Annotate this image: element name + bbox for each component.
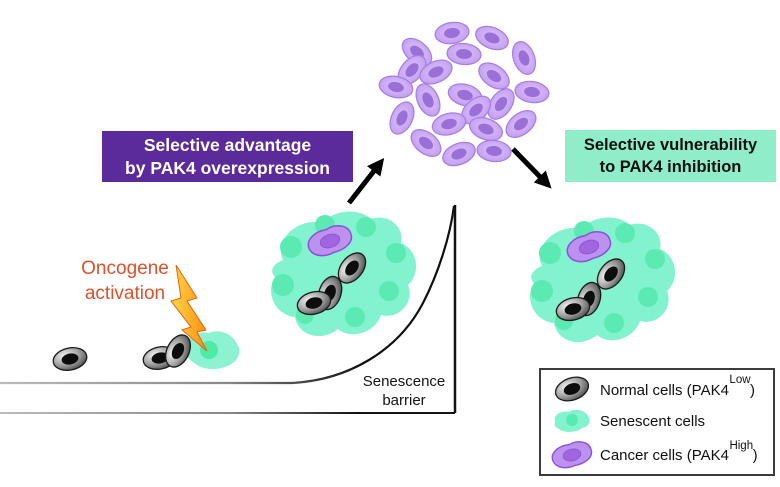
selective-vulnerability-box: Selective vulnerability to PAK4 inhibiti…	[565, 130, 776, 182]
senescent-cell-icon	[554, 409, 590, 432]
legend-label-normal: Normal cells (PAK4Low)	[600, 374, 756, 399]
legend-label-cancer: Cancer cells (PAK4High)	[600, 439, 758, 465]
legend-box: Normal cells (PAK4Low) Senescent cells C…	[539, 368, 775, 476]
legend-item-senescent-cells: Senescent cells	[541, 408, 773, 436]
legend-item-normal-cells: Normal cells (PAK4Low)	[541, 374, 773, 404]
normal-cell-icon	[551, 375, 593, 404]
legend-label-senescent: Senescent cells	[600, 413, 706, 431]
senescent-cluster-left	[271, 211, 416, 336]
normal-cell-single	[50, 344, 90, 374]
oncogene-activation-label: Oncogene activation	[55, 256, 195, 306]
selective-advantage-box: Selective advantage by PAK4 overexpressi…	[102, 131, 353, 182]
oncogene-line2: activation	[84, 283, 166, 304]
advantage-line1: Selective advantage	[143, 134, 312, 155]
senescence-barrier-curve	[0, 205, 456, 385]
tumor-sphere	[376, 19, 551, 171]
normal-cell-pair	[140, 330, 196, 373]
cancer-cell-icon	[551, 440, 593, 469]
oncogene-line1: Oncogene	[81, 258, 169, 279]
arrow-up-to-tumor	[347, 157, 385, 205]
vulnerability-line1: Selective vulnerability	[583, 136, 758, 154]
vulnerability-line2: to PAK4 inhibition	[599, 158, 742, 176]
lightning-bolt-icon	[170, 264, 208, 352]
barrier-line2: barrier	[382, 392, 426, 409]
advantage-line2: by PAK4 overexpression	[125, 157, 330, 178]
senescence-barrier-label: Senescence barrier	[352, 372, 456, 410]
arrow-down-from-tumor	[511, 147, 552, 189]
legend-item-cancer-cells: Cancer cells (PAK4High)	[541, 439, 773, 469]
senescent-cluster-right	[530, 217, 675, 342]
barrier-line1: Senescence	[362, 373, 446, 390]
